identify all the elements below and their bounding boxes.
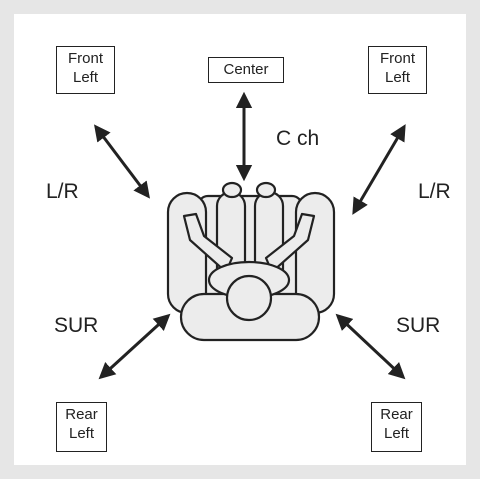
arrow-rear-right bbox=[335, 313, 406, 380]
label-sur-right: SUR bbox=[396, 314, 441, 337]
arrow-front-left bbox=[94, 124, 150, 199]
listener-chair-icon bbox=[166, 181, 336, 342]
speaker-rear-left: Rear Left bbox=[56, 402, 107, 452]
arrow-rear-left bbox=[98, 313, 171, 380]
label-lr-right: L/R bbox=[418, 180, 451, 203]
speaker-rear-right: Rear Left bbox=[371, 402, 422, 452]
label-sur-left: SUR bbox=[54, 314, 99, 337]
speaker-center: Center bbox=[208, 57, 284, 83]
speaker-front-left: Front Left bbox=[56, 46, 115, 94]
label-center-channel: C ch bbox=[276, 127, 320, 150]
arrow-front-right bbox=[352, 124, 406, 215]
speaker-front-right: Front Left bbox=[368, 46, 427, 94]
label-lr-left: L/R bbox=[46, 180, 79, 203]
